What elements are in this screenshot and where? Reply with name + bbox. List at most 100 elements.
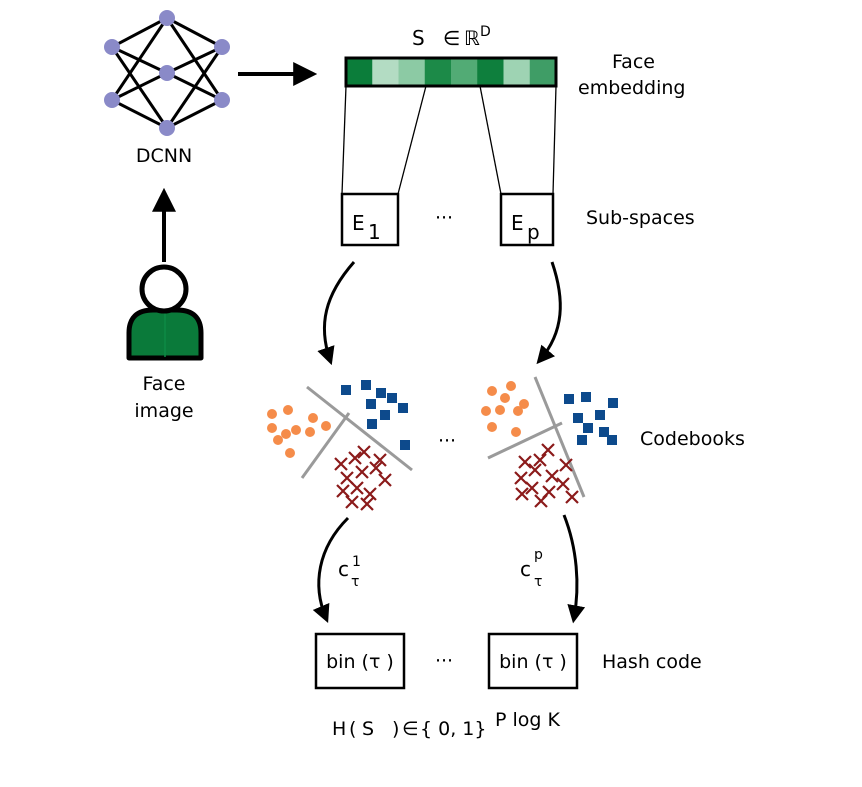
cluster-point-blue <box>583 423 593 433</box>
cluster-point-blue <box>599 427 609 437</box>
cluster-point-blue <box>341 385 351 395</box>
hash-box-p <box>487 632 579 690</box>
arrow-codebookp-to-hash <box>562 514 586 624</box>
cluster-point-orange <box>321 421 331 431</box>
codebooks-label: Codebooks <box>640 428 745 450</box>
subspace-1-index: 1 <box>368 220 381 244</box>
cluster-point-blue <box>380 410 390 420</box>
cluster-divider <box>487 421 563 460</box>
hash-box-1 <box>314 632 406 690</box>
cluster-point-red <box>360 497 374 511</box>
hash-formula-close: ) <box>392 718 399 740</box>
cluster-point-red <box>334 457 348 471</box>
cluster-point-red <box>350 481 364 495</box>
codeword-p-sub: τ <box>534 574 542 590</box>
cluster-point-orange <box>267 423 277 433</box>
cluster-point-blue <box>595 410 605 420</box>
projection-lines <box>341 85 557 195</box>
cluster-point-orange <box>519 399 529 409</box>
codeword-p-sup: p <box>534 547 543 563</box>
hash-formula-set: { 0, 1} <box>420 718 486 740</box>
network-edge <box>166 98 223 130</box>
face-embedding-bar <box>344 56 558 88</box>
subspace-box-p <box>499 192 555 247</box>
face-embedding-label-line1: Face <box>612 51 655 73</box>
arrow-codebook1-to-hash <box>312 516 350 623</box>
cluster-point-orange <box>281 429 291 439</box>
codebook-p <box>481 376 618 508</box>
hash-code-label: Hash code <box>602 651 702 673</box>
arrow-subspacep-to-codebook <box>536 261 562 365</box>
cluster-point-orange <box>285 448 295 458</box>
person-icon <box>126 264 204 361</box>
cluster-point-blue <box>398 403 408 413</box>
network-edge <box>111 16 168 49</box>
cluster-point-blue <box>400 440 410 450</box>
embedding-cell <box>424 58 452 86</box>
cluster-point-blue <box>577 435 587 445</box>
cluster-point-red <box>373 453 387 467</box>
network-node <box>159 120 175 136</box>
cluster-point-orange <box>513 406 523 416</box>
network-node <box>214 92 230 108</box>
hash-formula-open: ( <box>349 718 356 740</box>
face-image-label-line2: image <box>134 400 193 422</box>
hash-box-1-text: bin (τ ) <box>326 651 394 673</box>
embedding-cell <box>398 58 426 86</box>
cluster-point-orange <box>511 427 521 437</box>
cluster-point-blue <box>573 413 583 423</box>
arrow-subspace1-to-codebook <box>317 261 356 366</box>
cluster-point-blue <box>367 419 377 429</box>
embedding-real: ℝ <box>464 26 480 50</box>
hash-box-p-text: bin (τ ) <box>499 651 567 673</box>
cluster-point-red <box>355 465 369 479</box>
cluster-point-blue <box>366 399 376 409</box>
cluster-divider <box>306 385 413 472</box>
cluster-point-red <box>345 495 359 509</box>
cluster-point-red <box>515 487 529 501</box>
face-image-label-line1: Face <box>143 373 186 395</box>
network-edge <box>110 17 169 101</box>
cluster-point-orange <box>283 405 293 415</box>
cluster-point-red <box>357 445 371 459</box>
cluster-point-blue <box>564 394 574 404</box>
cluster-point-red <box>556 477 570 491</box>
network-node <box>214 39 230 55</box>
subspace-ellipsis: ··· <box>435 207 453 229</box>
cluster-point-red <box>336 484 350 498</box>
cluster-point-blue <box>361 380 371 390</box>
cluster-point-blue <box>387 393 397 403</box>
codeword-1: c 1 τ <box>338 554 361 590</box>
cluster-point-red <box>545 469 559 483</box>
cluster-point-orange <box>267 409 277 419</box>
hash-ellipsis: ··· <box>435 650 453 672</box>
network-edge <box>166 16 223 49</box>
network-edge <box>111 71 168 102</box>
cluster-point-blue <box>608 398 618 408</box>
embedding-in: ∈ <box>443 26 460 50</box>
network-node <box>159 10 175 26</box>
network-edge <box>165 46 224 129</box>
codebook-ellipsis: ··· <box>438 430 456 452</box>
cluster-point-red <box>518 455 532 469</box>
cluster-point-orange <box>273 435 283 445</box>
subspace-1-letter: E <box>352 211 365 235</box>
network-node <box>104 39 120 55</box>
cluster-point-red <box>525 481 539 495</box>
cluster-point-red <box>559 458 573 472</box>
codeword-1-sub: τ <box>351 574 359 590</box>
embedding-cell <box>346 58 373 86</box>
hash-formula-s: S <box>362 718 374 740</box>
cluster-point-orange <box>506 381 516 391</box>
cluster-point-red <box>369 461 383 475</box>
face-embedding-label-line2: embedding <box>578 77 685 99</box>
network-edge <box>166 45 223 75</box>
sub-spaces-label: Sub-spaces <box>586 207 695 229</box>
embedding-formula: S ∈ ℝ D <box>412 24 491 50</box>
cluster-point-orange <box>487 386 497 396</box>
cluster-point-red <box>348 451 362 465</box>
embedding-border <box>344 56 558 88</box>
cluster-point-red <box>363 487 377 501</box>
